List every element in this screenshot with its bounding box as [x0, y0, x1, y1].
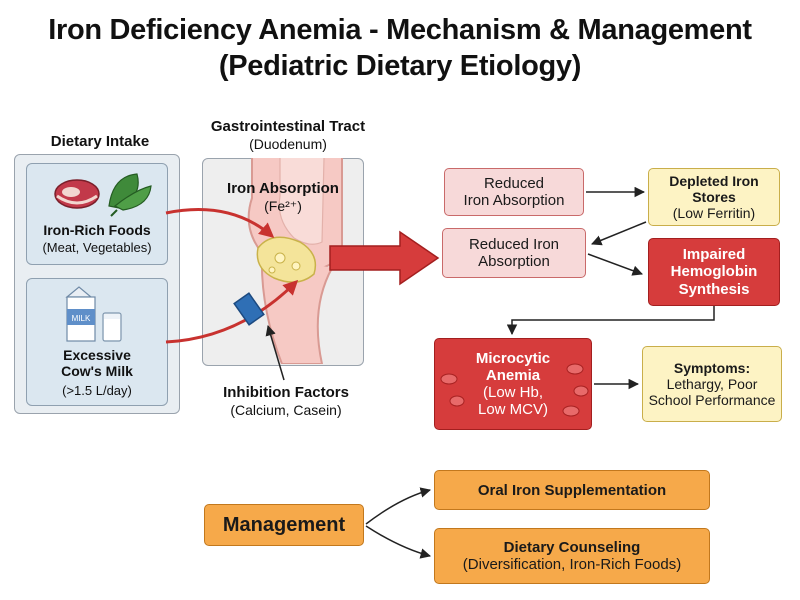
oral-iron-box: Oral Iron Supplementation — [434, 470, 710, 510]
reduced-absorption-2-line1: Reduced Iron — [468, 235, 560, 253]
depleted-stores-line2: Stores — [692, 188, 736, 205]
inhibition-factors-title: Inhibition Factors — [223, 384, 349, 401]
microcytic-anemia-line1: Microcytic — [475, 349, 551, 367]
milk-carton-label: MILK — [72, 314, 91, 323]
gi-tract-subheading: (Duodenum) — [249, 136, 327, 152]
depleted-stores-box: Depleted Iron Stores (Low Ferritin) — [648, 168, 780, 226]
cows-milk-title-line2: Cow's Milk — [61, 363, 133, 380]
diagram-subtitle: (Pediatric Dietary Etiology) — [218, 50, 582, 82]
iron-rich-foods-sub: (Meat, Vegetables) — [42, 240, 152, 255]
dietary-counseling-box: Dietary Counseling (Diversification, Iro… — [434, 528, 710, 584]
impaired-synthesis-line1: Impaired — [682, 246, 746, 264]
arrow-management-to-counseling — [365, 525, 432, 559]
iron-rich-foods-title: Iron-Rich Foods — [43, 222, 151, 238]
reduced-absorption-2-line2: Absorption — [478, 253, 550, 270]
inhibition-factors-sub: (Calcium, Casein) — [230, 402, 342, 418]
impaired-synthesis-line3: Synthesis — [678, 280, 750, 298]
dietary-counseling-title: Dietary Counseling — [503, 538, 641, 556]
cows-milk-title: Excessive Cow's Milk — [27, 347, 167, 379]
cows-milk-sub: (>1.5 L/day) — [62, 383, 132, 398]
microcytic-anemia-line3: (Low Hb, — [482, 384, 544, 401]
cows-milk-title-line1: Excessive — [63, 347, 131, 363]
reduced-absorption-1-line1: Reduced — [483, 174, 545, 192]
arrow-depleted-to-reduced — [591, 221, 647, 246]
reduced-absorption-box-1: Reduced Iron Absorption — [444, 168, 584, 216]
impaired-synthesis-line2: Hemoglobin — [670, 263, 758, 281]
microcytic-anemia-line2: Anemia — [485, 366, 541, 384]
microcytic-anemia-line4: Low MCV) — [477, 401, 548, 419]
iron-absorption-ion: (Fe²⁺) — [264, 198, 302, 214]
meat-vegetable-icon — [54, 173, 152, 217]
iron-rich-foods-card: Iron-Rich Foods (Meat, Vegetables) — [26, 163, 168, 265]
symptoms-line2: Lethargy, Poor — [666, 375, 758, 392]
management-box: Management — [204, 504, 364, 546]
red-blood-cells-icon — [440, 363, 589, 417]
cows-milk-card: MILK Excessive Cow's Milk (>1.5 L/day) — [26, 278, 168, 406]
arrow-reduced-to-impaired — [587, 253, 643, 276]
reduced-absorption-box-2: Reduced Iron Absorption — [442, 228, 586, 278]
iron-absorption-label: Iron Absorption — [227, 180, 339, 197]
symptoms-line1: Symptoms: — [673, 359, 751, 376]
milk-carton-icon: MILK — [65, 286, 122, 342]
dietary-intake-heading: Dietary Intake — [50, 133, 150, 150]
arrow-impaired-to-anemia — [506, 306, 715, 336]
reduced-absorption-1-line2: Iron Absorption — [463, 192, 565, 209]
depleted-stores-line1: Depleted Iron — [669, 172, 759, 189]
dietary-counseling-sub: (Diversification, Iron-Rich Foods) — [462, 556, 682, 573]
microcytic-anemia-box: Microcytic Anemia (Low Hb, Low MCV) — [434, 338, 592, 430]
depleted-stores-line3: (Low Ferritin) — [672, 205, 756, 222]
diagram-title: Iron Deficiency Anemia - Mechanism & Man… — [48, 14, 752, 46]
symptoms-box: Symptoms: Lethargy, Poor School Performa… — [642, 346, 782, 422]
gi-tract-heading: Gastrointestinal Tract — [210, 118, 366, 135]
impaired-synthesis-box: Impaired Hemoglobin Synthesis — [648, 238, 780, 306]
arrow-management-to-oral — [365, 487, 432, 525]
symptoms-line3: School Performance — [648, 392, 776, 409]
